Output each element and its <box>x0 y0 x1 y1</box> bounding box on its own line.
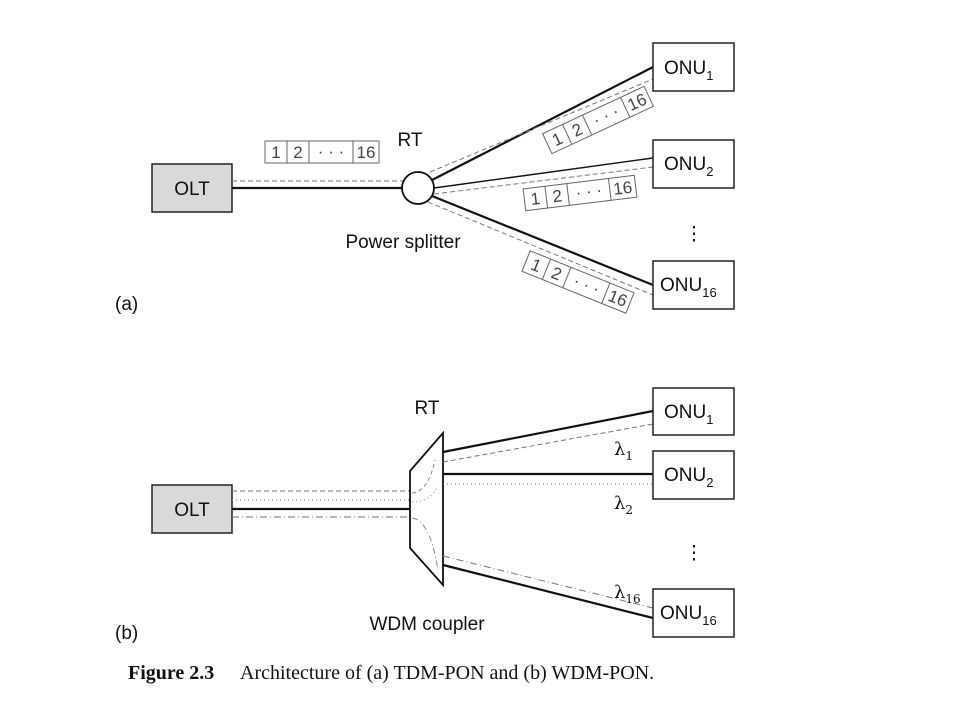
wdm-coupler-label: WDM coupler <box>369 614 485 635</box>
onu-name: ONU <box>664 58 706 79</box>
rt-label-b: RT <box>415 398 440 419</box>
branch-fiber-onu1-a <box>431 66 654 181</box>
onu-name: ONU <box>664 465 706 486</box>
onu-subscript: 1 <box>706 412 713 427</box>
panel-b: OLT RT WDM coupler λ1 λ2 λ16 ONU1 <box>115 387 735 644</box>
tdm-frame-branch-1: 1 2 · · · 16 <box>541 85 655 155</box>
more-onus-ellipsis-b: ⋮ <box>685 543 704 564</box>
onu-name: ONU <box>660 275 702 296</box>
branch-lambda1-b <box>442 423 654 463</box>
onu-name: ONU <box>660 603 702 624</box>
onu-box-1-b: ONU1 <box>652 387 735 436</box>
lambda-2-label: λ2 <box>614 493 633 517</box>
branch-signal-onu2-a <box>433 166 654 195</box>
tdm-frame-branch-16: 1 2 · · · 16 <box>521 250 635 314</box>
olt-box-b: OLT <box>151 484 233 534</box>
power-splitter-label: Power splitter <box>345 232 461 253</box>
onu-box-1-a: ONU1 <box>652 42 735 92</box>
tdm-frame-branch-2: 1 2 · · · 16 <box>522 174 638 212</box>
frame-slot-2: 2 <box>551 186 563 206</box>
onu-subscript: 2 <box>706 164 713 179</box>
figure-caption: Figure 2.3 Architecture of (a) TDM-PON a… <box>128 662 654 684</box>
branch-signal-onu16-a <box>427 201 654 296</box>
svg-text:ONU16: ONU16 <box>660 603 717 628</box>
tdm-frame-trunk: 1 2 · · · 16 <box>264 140 380 164</box>
olt-box-a: OLT <box>151 163 233 213</box>
panel-a: OLT RT Power splitter 1 2 · · · 16 <box>115 42 735 315</box>
frame-slot-16: 16 <box>357 143 376 162</box>
more-onus-ellipsis-a: ⋮ <box>685 224 704 245</box>
branch-fiber-onu1-b <box>442 409 654 454</box>
onu-subscript: 16 <box>702 285 716 300</box>
onu-box-2-a: ONU2 <box>652 139 735 189</box>
branch-signal-onu1-a <box>429 78 654 173</box>
panel-b-label: (b) <box>115 623 138 644</box>
frame-slot-1: 1 <box>271 143 280 162</box>
svg-text:ONU2: ONU2 <box>664 154 713 179</box>
branch-fiber-onu16-b <box>442 563 654 620</box>
onu-subscript: 1 <box>706 68 713 83</box>
svg-text:ONU2: ONU2 <box>664 465 713 490</box>
svg-text:ONU1: ONU1 <box>664 402 713 427</box>
olt-label-b: OLT <box>174 500 210 521</box>
onu-name: ONU <box>664 402 706 423</box>
onu-box-2-b: ONU2 <box>652 450 735 500</box>
power-splitter <box>401 171 435 205</box>
branch-fiber-onu16-a <box>431 194 654 287</box>
onu-subscript: 16 <box>702 613 716 628</box>
olt-label-a: OLT <box>174 179 210 200</box>
onu-name: ONU <box>664 154 706 175</box>
frame-slot-16: 16 <box>612 178 633 199</box>
frame-slot-2: 2 <box>293 143 302 162</box>
onu-box-16-b: ONU16 <box>652 588 735 638</box>
frame-dots: · · · <box>575 180 604 202</box>
svg-text:ONU1: ONU1 <box>664 58 713 83</box>
frame-slot-1: 1 <box>530 189 542 209</box>
branch-lambda16-b <box>442 555 654 609</box>
rt-label-a: RT <box>398 130 423 151</box>
figure-caption-text: Architecture of (a) TDM-PON and (b) WDM-… <box>240 662 654 684</box>
wdm-coupler <box>409 430 444 588</box>
branch-fiber-onu2-a <box>433 157 654 189</box>
onu-box-16-a: ONU16 <box>652 260 735 310</box>
figure-number: Figure 2.3 <box>128 662 214 684</box>
svg-text:ONU16: ONU16 <box>660 275 717 300</box>
frame-dots: · · · <box>318 142 344 161</box>
lambda-16-label: λ16 <box>614 582 641 606</box>
lambda-1-label: λ1 <box>614 439 633 463</box>
onu-subscript: 2 <box>706 475 713 490</box>
panel-a-label: (a) <box>115 294 138 315</box>
